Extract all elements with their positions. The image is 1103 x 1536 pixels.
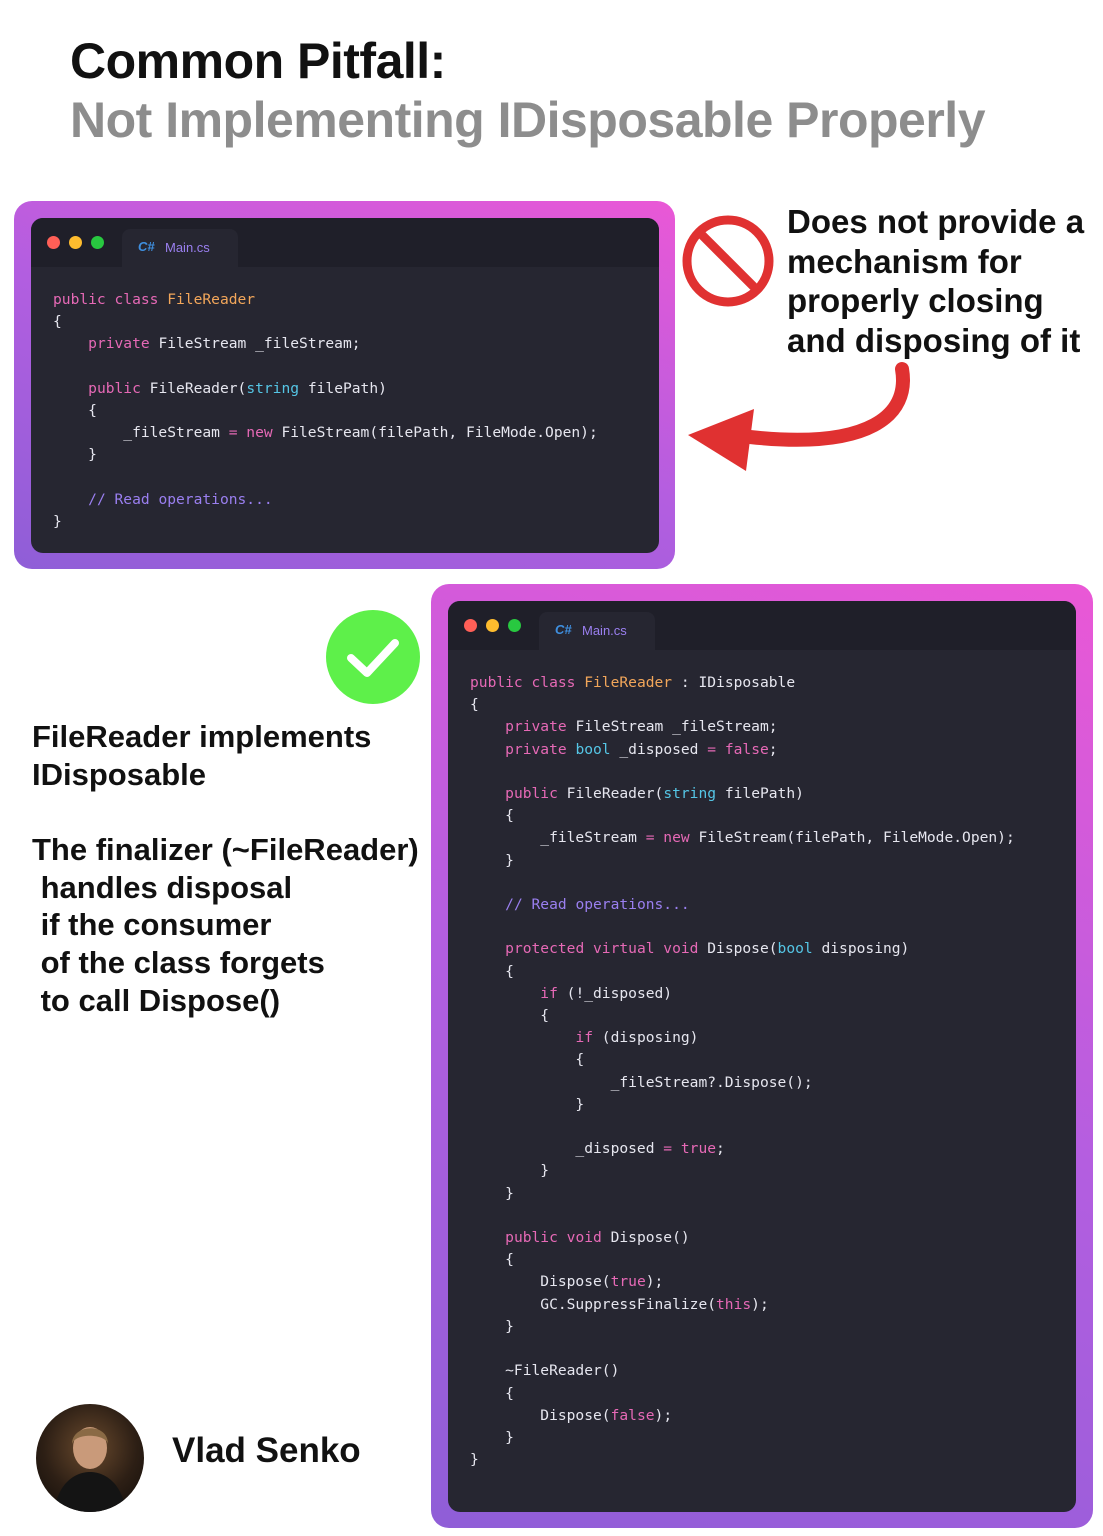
explanation-line: if the consumer xyxy=(32,907,272,943)
maximize-window-dot[interactable] xyxy=(91,236,104,249)
callout-line: properly closing xyxy=(787,282,1044,319)
explanation-line: of the class forgets xyxy=(32,945,325,981)
good-code-editor: C# Main.cs public class FileReader : IDi… xyxy=(448,601,1076,1512)
good-code-block: public class FileReader : IDisposable { … xyxy=(470,674,1015,1469)
explanation-line: IDisposable xyxy=(32,756,206,792)
page-title: Common Pitfall: xyxy=(70,33,446,89)
close-window-dot[interactable] xyxy=(464,619,477,632)
editor-titlebar: C# Main.cs xyxy=(31,218,659,267)
author-name: Vlad Senko xyxy=(172,1431,361,1470)
checkmark-icon xyxy=(326,610,420,704)
csharp-icon: C# xyxy=(555,622,572,637)
explanation-line: to call Dispose() xyxy=(32,982,281,1018)
good-explanation-2: The finalizer (~FileReader) handles disp… xyxy=(32,831,419,1020)
explanation-line: The finalizer (~FileReader) xyxy=(32,832,419,867)
close-window-dot[interactable] xyxy=(47,236,60,249)
explanation-line: FileReader implements xyxy=(32,719,372,754)
prohibited-icon xyxy=(682,215,774,307)
csharp-icon: C# xyxy=(138,239,155,254)
curved-arrow-icon xyxy=(688,362,910,471)
bad-code-block: public class FileReader { private FileSt… xyxy=(53,291,598,531)
maximize-window-dot[interactable] xyxy=(508,619,521,632)
callout-line: and disposing of it xyxy=(787,321,1081,359)
editor-titlebar: C# Main.cs xyxy=(448,601,1076,650)
person-icon xyxy=(54,1427,126,1512)
explanation-line: handles disposal xyxy=(32,869,293,905)
avatar xyxy=(36,1404,144,1512)
bad-code-editor: C# Main.cs public class FileReader { pri… xyxy=(31,218,659,553)
page-subtitle: Not Implementing IDisposable Properly xyxy=(70,92,986,148)
file-tab-label: Main.cs xyxy=(582,623,627,638)
good-explanation-1: FileReader implements IDisposable xyxy=(32,718,371,793)
bad-example-callout: Does not provide a mechanism for properl… xyxy=(787,202,1097,360)
callout-line: Does not provide a xyxy=(787,203,1085,240)
file-tab[interactable]: C# Main.cs xyxy=(122,229,238,267)
file-tab[interactable]: C# Main.cs xyxy=(539,612,655,650)
minimize-window-dot[interactable] xyxy=(486,619,499,632)
minimize-window-dot[interactable] xyxy=(69,236,82,249)
file-tab-label: Main.cs xyxy=(165,240,210,255)
callout-line: mechanism for xyxy=(787,242,1022,280)
